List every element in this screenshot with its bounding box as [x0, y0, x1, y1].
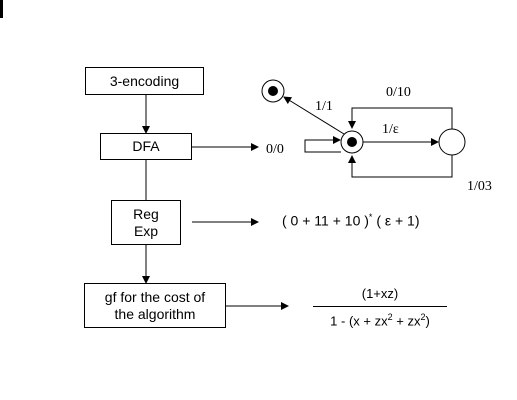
label-bottom: 1/03: [467, 179, 492, 194]
block-dfa: DFA: [100, 133, 192, 160]
regexp-star: *: [368, 212, 373, 222]
block-dfa-label: DFA: [132, 138, 160, 154]
block-regexp: Reg Exp: [111, 200, 181, 245]
gf-denominator-b: + zx: [392, 313, 421, 329]
regexp-part-1: ( 0 + 11 + 10 ): [282, 212, 369, 229]
gf-numerator: (1+xz): [361, 286, 399, 301]
corner-mark: [0, 0, 3, 18]
generating-function: (1+xz) 1 - (x + zx2 + zx2): [313, 286, 447, 328]
gf-exponent-1: 2: [387, 312, 393, 322]
block-encoding-label: 3-encoding: [109, 72, 180, 89]
gf-denominator-c: ): [425, 313, 430, 329]
state-final-dot: [268, 86, 278, 96]
transition-bottom: [348, 155, 453, 178]
transition-top: [348, 107, 453, 129]
gf-fraction-bar: [313, 306, 447, 307]
label-top: 0/10: [386, 85, 411, 100]
transition-self-loop: [304, 136, 341, 153]
block-gf-label-1: gf for the cost of: [104, 288, 206, 305]
regular-expression: ( 0 + 11 + 10 )* ( ε + 1): [282, 212, 420, 229]
block-regexp-label-1: Reg: [133, 205, 159, 222]
transition-to-final: [283, 96, 345, 135]
label-to-final: 1/1: [315, 99, 333, 114]
gf-denominator-a: 1 - (x + zx: [330, 313, 388, 329]
block-encoding: 3-encoding: [85, 67, 204, 95]
state-start-dot: [347, 137, 357, 147]
block-gf-label-2: the algorithm: [114, 305, 196, 322]
gf-exponent-2: 2: [420, 312, 426, 322]
label-self-loop: 0/0: [266, 142, 284, 157]
regexp-part-2: ( ε + 1): [376, 212, 420, 229]
state-right: [438, 128, 466, 156]
gf-denominator: 1 - (x + zx2 + zx2): [313, 307, 447, 328]
block-gf: gf for the cost of the algorithm: [84, 283, 226, 328]
block-regexp-label-2: Exp: [133, 222, 159, 239]
label-forward: 1/ε: [382, 122, 399, 137]
